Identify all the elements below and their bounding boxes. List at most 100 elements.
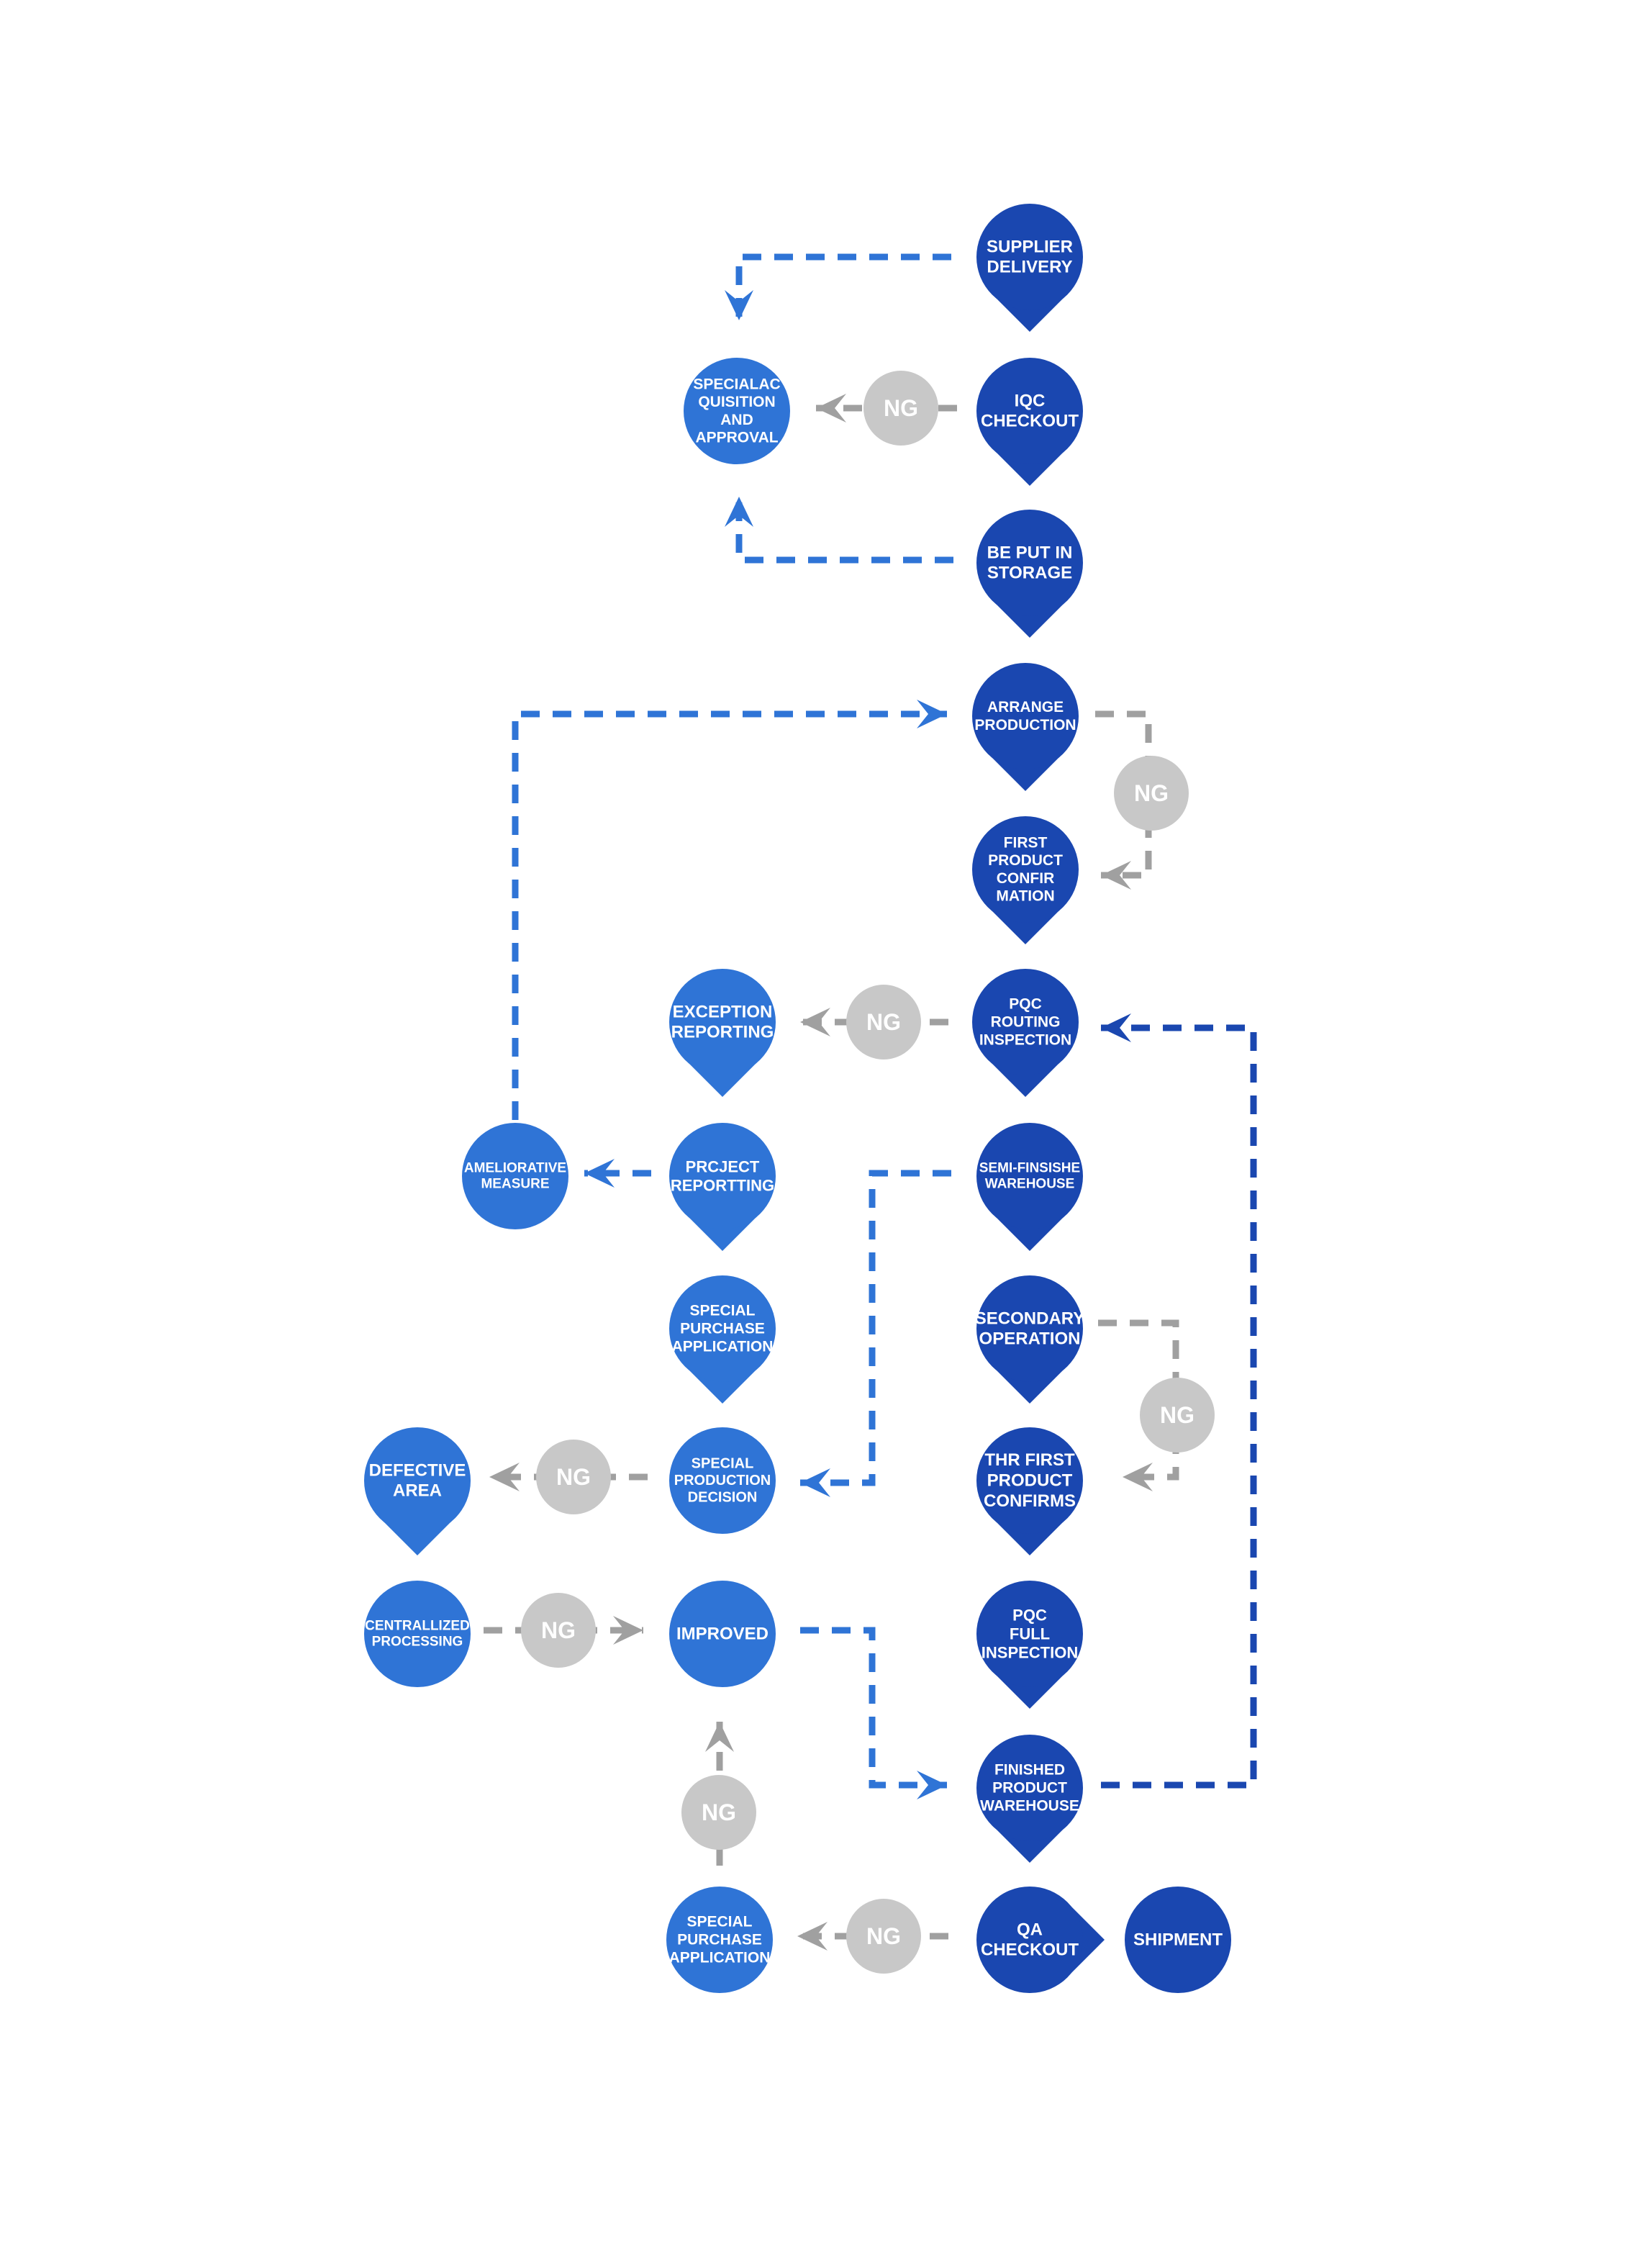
node-label-line: AND — [720, 412, 753, 428]
node-label-line: CHECKOUT — [981, 412, 1079, 431]
ng-label: NG — [541, 1617, 576, 1643]
node-label-line: MATION — [996, 888, 1054, 905]
arrowhead — [800, 1468, 830, 1497]
node-label-line: CONFIRMS — [984, 1491, 1076, 1511]
ng-label: NG — [702, 1799, 736, 1825]
node-label-line: DEFECTIVE — [369, 1460, 466, 1480]
node-label-line: STORAGE — [987, 564, 1072, 583]
ng-node: NG — [1114, 756, 1189, 831]
node-label-line: APPROVAL — [695, 430, 778, 446]
arrowhead — [797, 1922, 828, 1951]
finished-to-pqc-routing-connector — [1101, 1013, 1257, 1789]
node-label-line: APPLICATION — [672, 1338, 774, 1355]
node-label-line: THR FIRST — [984, 1450, 1075, 1470]
ng-node: NG — [521, 1593, 596, 1668]
node-label-line: PURCHASE — [677, 1932, 762, 1948]
arrowhead — [816, 394, 846, 423]
node-label-line: MEASURE — [481, 1177, 549, 1192]
node-label-line: ARRANGE — [987, 699, 1064, 715]
node-label-line: CENTRALLIZED — [365, 1618, 470, 1633]
node-improved: IMPROVED — [669, 1581, 776, 1687]
node-label-line: SUPPLIER — [987, 237, 1073, 256]
ng-label: NG — [866, 1009, 901, 1035]
node-label-line: SPECIAL — [686, 1914, 752, 1930]
node-centralized-processing: CENTRALLIZED PROCESSING — [364, 1581, 471, 1687]
node-label-line: PRODUCTION — [974, 717, 1076, 733]
arrowhead — [489, 1463, 520, 1491]
node-label-line: PRODUCTION — [674, 1473, 771, 1488]
node-label-line: AREA — [393, 1481, 442, 1501]
node-label-line: PROCESSING — [372, 1635, 463, 1650]
node-label-line: INSPECTION — [979, 1031, 1071, 1048]
node-label-line: FULL — [1010, 1625, 1050, 1643]
node-label-line: PQC — [1012, 1607, 1047, 1625]
node-label-line: QUISITION — [698, 394, 775, 410]
node-label-line: BE PUT IN — [987, 543, 1073, 562]
node-label-line: SPECIALAC — [693, 376, 780, 392]
node-label-line: CHECKOUT — [981, 1941, 1079, 1960]
arrowhead — [1101, 1013, 1131, 1042]
ng-label: NG — [866, 1923, 901, 1949]
node-ameliorative-measure: AMELIORATIVE MEASURE — [462, 1123, 568, 1229]
ng-node: NG — [536, 1440, 611, 1514]
node-label-line: PURCHASE — [680, 1321, 765, 1337]
arrowhead — [725, 497, 753, 527]
arrowhead — [800, 1008, 830, 1036]
node-label-line: WAREHOUSE — [980, 1797, 1079, 1814]
node-label-line: FINISHED — [994, 1762, 1065, 1779]
node-arrange-production: ARRANGE PRODUCTION — [972, 663, 1079, 791]
node-label-line: SPECIAL — [689, 1303, 755, 1319]
node-label-line: PQC — [1009, 996, 1042, 1013]
ng-node: NG — [1140, 1378, 1215, 1452]
node-label-line: SPECIAL — [692, 1455, 754, 1471]
arrowhead — [705, 1722, 734, 1752]
node-label-line: ROUTING — [991, 1014, 1061, 1031]
ng-node: NG — [681, 1775, 756, 1850]
node-exception-reporting: EXCEPTION REPORTING — [669, 969, 776, 1097]
node-label-line: IMPROVED — [676, 1625, 769, 1644]
ng-circles: NG NG NG NG NG NG NG NG — [521, 371, 1215, 1974]
arrowhead — [1101, 861, 1131, 890]
node-label-line: FIRST — [1004, 834, 1048, 851]
node-label-line: DECISION — [688, 1490, 758, 1506]
node-special-acquisition: SPECIALAC QUISITION AND APPROVAL — [684, 358, 790, 464]
secondary-ng-loop-connector — [1098, 1319, 1179, 1491]
node-label-line: OPERATION — [979, 1329, 1081, 1349]
node-be-put-in-storage: BE PUT IN STORAGE — [976, 510, 1083, 638]
node-label-line: DELIVERY — [987, 258, 1072, 277]
connectors — [484, 253, 1257, 1951]
node-label-line: APPLICATION — [669, 1949, 771, 1966]
node-special-production-decision: SPECIAL PRODUCTION DECISION — [669, 1427, 776, 1534]
ng-node: NG — [846, 1899, 921, 1974]
node-label-line: SEMI-FINSISHE — [979, 1160, 1080, 1175]
ng-node: NG — [863, 371, 938, 446]
node-semi-finished-warehouse: SEMI-FINSISHE WAREHOUSE — [976, 1123, 1083, 1251]
ng-label: NG — [884, 395, 918, 421]
node-label-line: AMELIORATIVE — [464, 1160, 566, 1175]
process-nodes: SUPPLIER DELIVERY IQC CHECKOUT BE PUT IN STOR… — [364, 204, 1231, 1993]
node-label-line: WAREHOUSE — [985, 1177, 1075, 1192]
node-shipment: SHIPMENT — [1125, 1887, 1231, 1993]
node-label-line: REPORTING — [671, 1023, 774, 1042]
arrowhead — [917, 1771, 947, 1799]
node-label-line: QA — [1017, 1920, 1043, 1939]
node-label-line: IQC — [1015, 391, 1046, 410]
ameliorative-to-arrange-connector — [512, 700, 947, 1120]
arrowhead — [917, 700, 947, 728]
node-iqc-checkout: IQC CHECKOUT — [976, 358, 1083, 486]
node-label-line: PRODUCT — [988, 852, 1063, 869]
storage-to-special-acq-connector — [725, 497, 953, 564]
project-to-ameliorative-connector — [584, 1159, 651, 1188]
node-label-line: EXCEPTION — [673, 1002, 773, 1021]
